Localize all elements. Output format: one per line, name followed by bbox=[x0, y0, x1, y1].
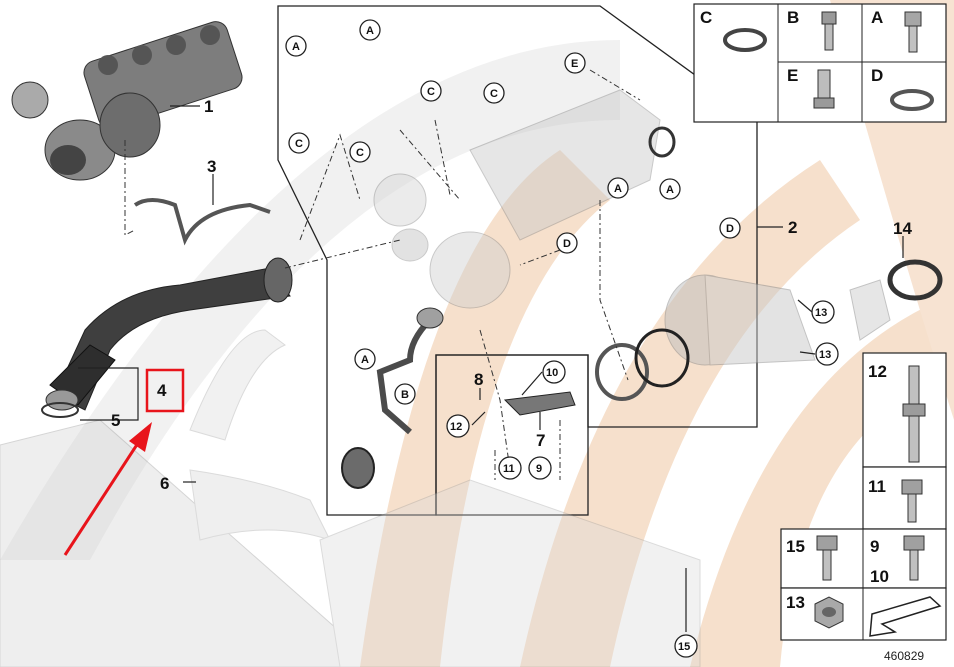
letter-e: E bbox=[571, 58, 578, 70]
solid-leaders bbox=[78, 105, 904, 632]
callout-13-upper: 13 bbox=[815, 307, 827, 319]
letter-a: A bbox=[366, 25, 374, 37]
letter-d: D bbox=[726, 223, 734, 235]
legend-label-e: E bbox=[787, 66, 798, 85]
callout-10: 10 bbox=[546, 367, 558, 379]
turbo-manifold-main bbox=[373, 89, 661, 309]
callout-2: 2 bbox=[788, 218, 797, 237]
legend-label-d: D bbox=[871, 66, 883, 85]
letter-a: A bbox=[666, 184, 674, 196]
legend-label-15: 15 bbox=[786, 537, 805, 556]
v-band-clamp bbox=[595, 328, 690, 401]
oil-flange bbox=[416, 307, 444, 329]
sleeve-ring bbox=[341, 447, 375, 489]
turbocharger-assembly bbox=[11, 21, 243, 181]
letter-d: D bbox=[563, 238, 571, 250]
highlight-box bbox=[145, 368, 185, 413]
legend-label-10: 10 bbox=[870, 567, 889, 586]
callout-3: 3 bbox=[207, 157, 216, 176]
callout-11: 11 bbox=[503, 463, 515, 475]
letter-a: A bbox=[614, 183, 622, 195]
callout-8: 8 bbox=[474, 370, 483, 389]
letter-c: C bbox=[356, 147, 364, 159]
manifold-gasket bbox=[648, 126, 676, 158]
intercooler-ghost bbox=[0, 329, 701, 667]
oil-line bbox=[133, 198, 271, 246]
callout-4: 4 bbox=[157, 381, 167, 400]
letter-a: A bbox=[292, 41, 300, 53]
legend-label-9: 9 bbox=[870, 537, 879, 556]
legend-label-11: 11 bbox=[868, 477, 886, 496]
circled-callouts: 10 12 11 9 13 13 15 bbox=[446, 300, 839, 658]
hose-clamp bbox=[887, 259, 943, 301]
callout-5: 5 bbox=[111, 411, 120, 430]
letter-b: B bbox=[401, 389, 409, 401]
legend-label-a: A bbox=[871, 8, 883, 27]
letter-c: C bbox=[427, 86, 435, 98]
legend-label-b: B bbox=[787, 8, 799, 27]
callout-7: 7 bbox=[536, 431, 545, 450]
callout-12: 12 bbox=[450, 421, 462, 433]
legend-label-c: C bbox=[700, 8, 712, 27]
support-bracket bbox=[503, 391, 576, 416]
charge-air-pipe bbox=[41, 257, 293, 418]
catalytic-converter bbox=[664, 274, 891, 366]
legend-side: 12 11 15 9 10 13 bbox=[780, 352, 947, 641]
letter-c: C bbox=[295, 138, 303, 150]
callout-1: 1 bbox=[204, 97, 213, 116]
letter-c: C bbox=[490, 88, 498, 100]
pointer-arrow bbox=[63, 422, 152, 556]
callout-13-lower: 13 bbox=[819, 349, 831, 361]
circled-letters: A A C C C C E A A D D A B bbox=[285, 19, 741, 405]
leader-lines bbox=[124, 69, 641, 480]
callout-9: 9 bbox=[536, 463, 542, 475]
bracket-frame bbox=[435, 354, 589, 516]
legend-label-12: 12 bbox=[868, 362, 887, 381]
catalog-number: 460829 bbox=[884, 649, 924, 663]
callout-14: 14 bbox=[893, 219, 912, 238]
letter-a: A bbox=[361, 354, 369, 366]
callout-15: 15 bbox=[678, 641, 690, 653]
callout-6: 6 bbox=[160, 474, 169, 493]
legend-label-13: 13 bbox=[786, 593, 805, 612]
legend-top: C B A E D bbox=[693, 3, 947, 123]
